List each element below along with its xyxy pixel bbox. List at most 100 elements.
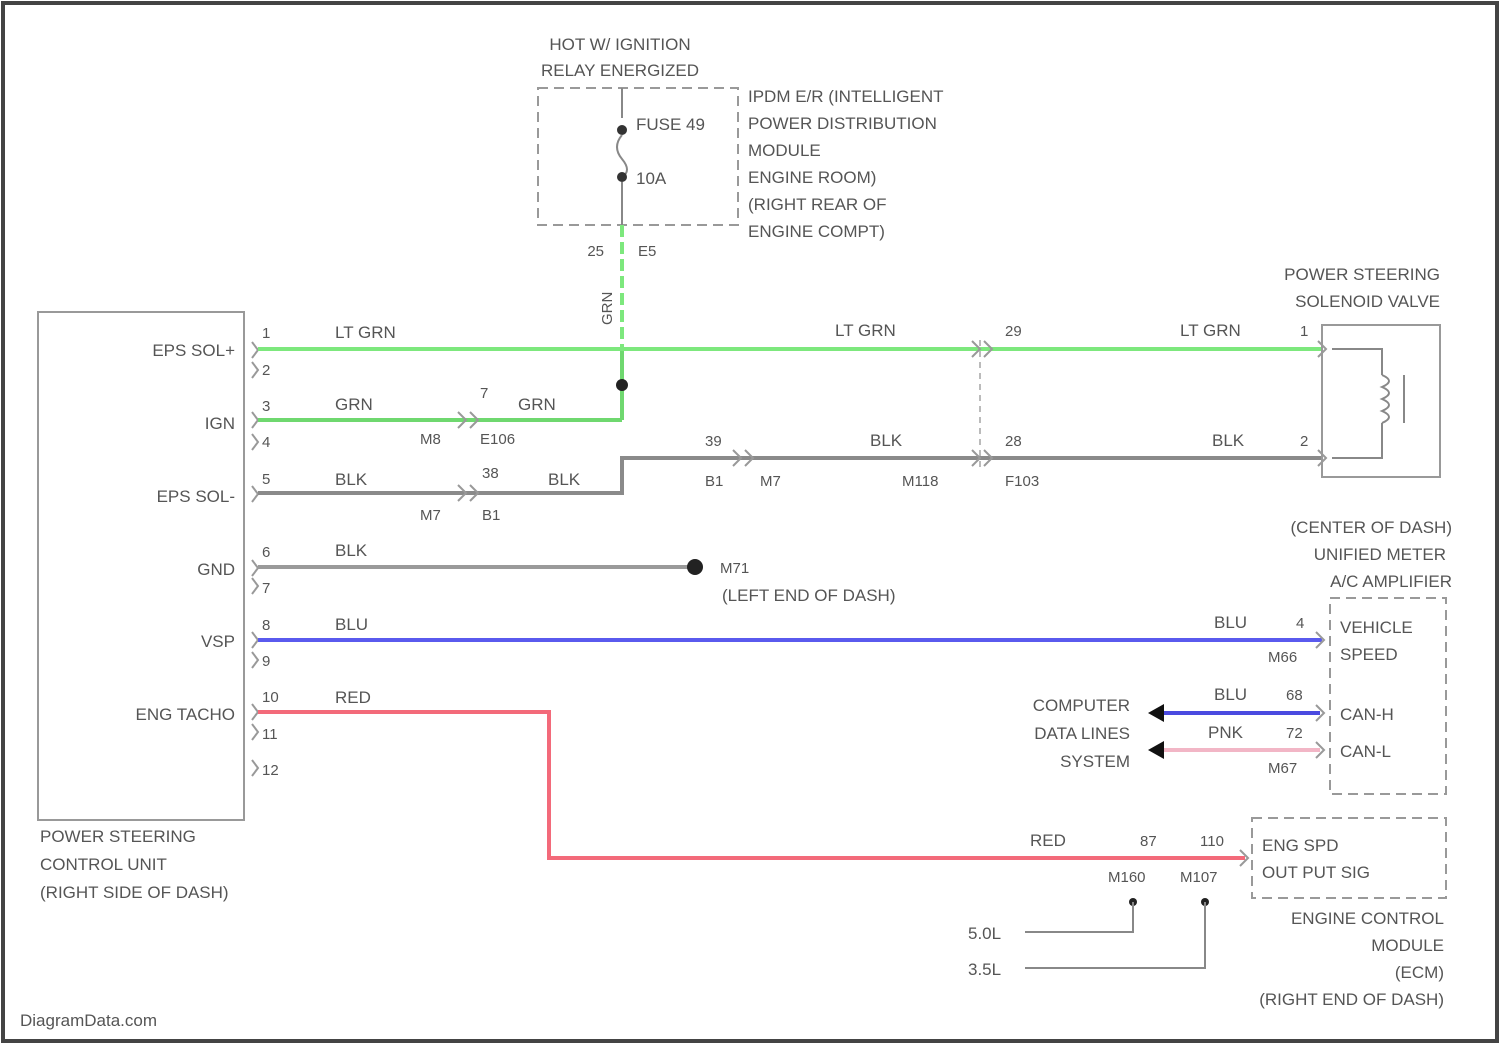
eps-sol-minus-conn-c-right: F103	[1005, 473, 1039, 490]
pin-num-3: 3	[262, 398, 270, 415]
computer-data-line-2: DATA LINES	[1034, 724, 1130, 743]
fuse-terminal-top	[617, 125, 627, 135]
variant-b-label: 3.5L	[968, 960, 1001, 979]
ign-color-left: GRN	[335, 395, 373, 414]
eps-sol-minus-pin-b: 39	[705, 433, 722, 450]
ipdm-fuse-block: HOT W/ IGNITION RELAY ENERGIZED FUSE 49 …	[538, 35, 944, 325]
pin-num-4: 4	[262, 434, 270, 451]
fuse-rating: 10A	[636, 169, 667, 188]
eps-sol-minus-pin-c: 28	[1005, 433, 1022, 450]
vsp-color-left: BLU	[335, 615, 368, 634]
eps-sol-minus-conn-c-left: M118	[902, 473, 938, 490]
ipdm-line-1: IPDM E/R (INTELLIGENT	[748, 87, 944, 106]
pin-label-ign: IGN	[205, 414, 235, 433]
ign-color-right: GRN	[518, 395, 556, 414]
gnd-color: BLK	[335, 541, 368, 560]
meter-name-2: UNIFIED METER	[1314, 545, 1446, 564]
pin-label-vsp: VSP	[201, 632, 235, 651]
ground-location: (LEFT END OF DASH)	[722, 586, 895, 605]
eps-sol-minus-conn-a-right: B1	[482, 507, 500, 524]
drop-wire-color: GRN	[599, 292, 616, 325]
pin-num-5: 5	[262, 471, 270, 488]
eps-sol-minus-color-4: BLK	[1212, 431, 1245, 450]
eps-sol-minus-conn-a-left: M7	[420, 507, 441, 524]
computer-data-line-1: COMPUTER	[1033, 696, 1130, 715]
eps-sol-minus-color-1: BLK	[335, 470, 368, 489]
tacho-pin-a: 87	[1140, 833, 1157, 850]
ipdm-dashed-box	[538, 88, 738, 225]
tacho-conn-b: M107	[1180, 869, 1218, 886]
ecm-signal-line-1: ENG SPD	[1262, 836, 1339, 855]
can-h-arrow-icon	[1148, 704, 1164, 722]
vsp-end-pin: 4	[1296, 615, 1304, 632]
ecm-signal-line-2: OUT PUT SIG	[1262, 863, 1370, 882]
ign-connector-right: E106	[480, 431, 515, 448]
pin-num-6: 6	[262, 544, 270, 561]
ipdm-line-4: ENGINE ROOM)	[748, 168, 876, 187]
tacho-conn-a: M160	[1108, 869, 1146, 886]
variant-b-leader	[1025, 902, 1205, 968]
ecm-dashed-box	[1252, 818, 1446, 898]
vehicle-speed-line-2: SPEED	[1340, 645, 1398, 664]
meter-name-1: (CENTER OF DASH)	[1291, 518, 1453, 537]
pin-num-9: 9	[262, 653, 270, 670]
solenoid-lead-bottom	[1332, 423, 1382, 458]
eps-sol-minus-color-2: BLK	[548, 470, 581, 489]
tacho-color-right: RED	[1030, 831, 1066, 850]
splice-dot	[616, 379, 628, 391]
ecm-name-4: (RIGHT END OF DASH)	[1259, 990, 1444, 1009]
unified-meter-ac-amplifier: (CENTER OF DASH) UNIFIED METER A/C AMPLI…	[1291, 518, 1453, 794]
ign-connector-left: M8	[420, 431, 441, 448]
ecm-name-1: ENGINE CONTROL	[1291, 909, 1444, 928]
eps-sol-plus-color-mid: LT GRN	[835, 321, 896, 340]
ecm-name-2: MODULE	[1371, 936, 1444, 955]
meter-name-3: A/C AMPLIFIER	[1330, 572, 1452, 591]
eps-sol-plus-connector-pin: 29	[1005, 323, 1022, 340]
power-steering-control-unit: EPS SOL+ IGN EPS SOL- GND VSP ENG TACHO …	[38, 312, 279, 902]
solenoid-name-2: SOLENOID VALVE	[1295, 292, 1440, 311]
ipdm-line-2: POWER DISTRIBUTION	[748, 114, 937, 133]
control-unit-name-3: (RIGHT SIDE OF DASH)	[40, 883, 229, 902]
ground-point	[687, 559, 703, 575]
eps-sol-minus-conn-b-left: B1	[705, 473, 723, 490]
solenoid-name-1: POWER STEERING	[1284, 265, 1440, 284]
fuse-label: FUSE 49	[636, 115, 705, 134]
pin-label-gnd: GND	[197, 560, 235, 579]
pin-label-eng-tacho: ENG TACHO	[136, 705, 236, 724]
can-l-arrow-icon	[1148, 741, 1164, 759]
control-unit-name-2: CONTROL UNIT	[40, 855, 167, 874]
can-h-color: BLU	[1214, 685, 1247, 704]
pin-num-8: 8	[262, 617, 270, 634]
can-l-pin: 72	[1286, 725, 1303, 742]
eps-sol-plus-color-right: LT GRN	[1180, 321, 1241, 340]
pin-label-eps-sol-minus: EPS SOL-	[157, 487, 235, 506]
variant-a-leader	[1025, 902, 1133, 932]
pin-num-10: 10	[262, 689, 279, 706]
can-h-pin: 68	[1286, 687, 1303, 704]
can-l-conn: M67	[1268, 760, 1297, 777]
meter-pins	[1316, 632, 1324, 758]
pin-num-2: 2	[262, 362, 270, 379]
ipdm-connector-id: E5	[638, 243, 656, 260]
control-unit-name-1: POWER STEERING	[40, 827, 196, 846]
pin-num-1: 1	[262, 325, 270, 342]
ipdm-line-5: (RIGHT REAR OF	[748, 195, 887, 214]
ignition-caption-line-1: HOT W/ IGNITION	[549, 35, 690, 54]
pin-num-12: 12	[262, 762, 279, 779]
control-unit-connector-ticks	[252, 342, 258, 776]
fuse-element	[617, 135, 627, 177]
vsp-color-right: BLU	[1214, 613, 1247, 632]
solenoid-lead-top	[1332, 349, 1382, 375]
vsp-end-conn: M66	[1268, 649, 1297, 666]
can-l-label: CAN-L	[1340, 742, 1391, 761]
ignition-caption-line-2: RELAY ENERGIZED	[541, 61, 699, 80]
pin-num-7: 7	[262, 580, 270, 597]
variant-a-label: 5.0L	[968, 924, 1001, 943]
ground-id: M71	[720, 560, 749, 577]
eps-sol-minus-wire	[258, 458, 1322, 493]
solenoid-pin-2: 2	[1300, 433, 1308, 450]
solenoid-coil-icon	[1382, 375, 1389, 423]
eps-sol-minus-pin-a: 38	[482, 465, 499, 482]
can-h-label: CAN-H	[1340, 705, 1394, 724]
